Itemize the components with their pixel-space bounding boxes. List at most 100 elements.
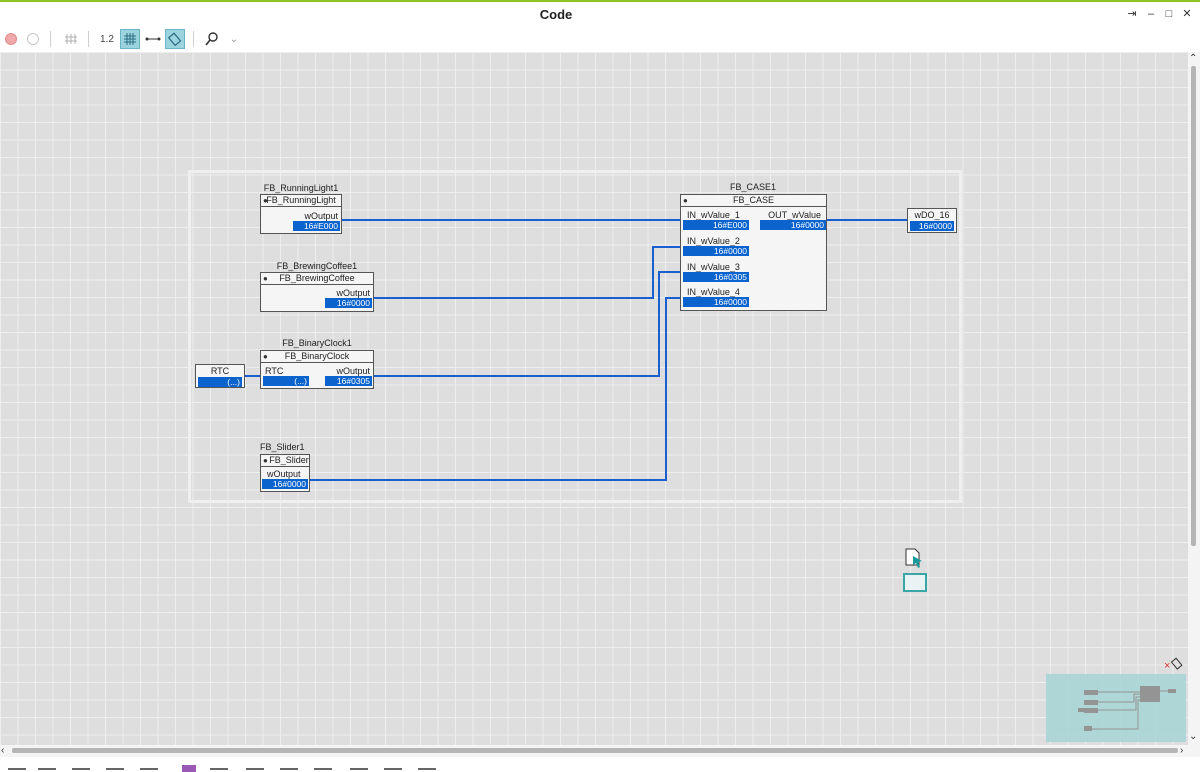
grid-button[interactable] bbox=[120, 29, 140, 49]
horizontal-scrollbar[interactable]: ‹ › bbox=[0, 745, 1200, 757]
numbering-button[interactable]: 1.2 bbox=[96, 29, 118, 49]
output-value[interactable]: 16#E000 bbox=[293, 221, 340, 231]
eraser-button[interactable] bbox=[165, 29, 185, 49]
scroll-right-icon[interactable]: › bbox=[1180, 745, 1184, 756]
close-icon[interactable]: ✕ bbox=[1182, 8, 1192, 20]
input-value[interactable]: (...) bbox=[263, 376, 309, 386]
case-input-value-2[interactable]: 16#0000 bbox=[683, 246, 749, 256]
fb-binary-clock-block[interactable]: FB_BinaryClock ● RTC (...) wOutput 16#03… bbox=[260, 350, 374, 389]
rtc-value[interactable]: (...) bbox=[198, 377, 242, 387]
fb-case-block[interactable]: FB_CASE ● IN_wValue_1 16#E000 IN_wValue_… bbox=[680, 194, 827, 311]
search-icon bbox=[205, 32, 218, 46]
scroll-left-icon[interactable]: ‹ bbox=[1, 745, 5, 756]
user-icon: ● bbox=[263, 196, 268, 205]
bottom-tool-icon[interactable] bbox=[384, 768, 402, 770]
instance-label-binary-clock: FB_BinaryClock1 bbox=[282, 338, 352, 348]
instance-label-running-light: FB_RunningLight1 bbox=[263, 183, 339, 193]
fb-brewing-coffee-block[interactable]: FB_BrewingCoffee ● wOutput 16#0000 bbox=[260, 272, 374, 312]
search-button[interactable] bbox=[203, 29, 221, 49]
case-input-label-1: IN_wValue_1 bbox=[687, 210, 740, 220]
block-type: FB_BrewingCoffee bbox=[261, 273, 373, 285]
bottom-tool-icon[interactable] bbox=[140, 768, 158, 770]
clear-eraser-icon[interactable]: × bbox=[1164, 656, 1186, 672]
user-icon: ● bbox=[263, 274, 268, 283]
wire-layer bbox=[244, 219, 907, 481]
user-icon: ● bbox=[263, 456, 268, 465]
output-value[interactable]: 16#0000 bbox=[325, 298, 372, 308]
case-input-label-3: IN_wValue_3 bbox=[687, 262, 740, 272]
bottom-tool-icon[interactable] bbox=[280, 768, 298, 770]
connection-icon bbox=[145, 37, 161, 41]
instance-label-slider: FB_Slider1 bbox=[260, 442, 305, 452]
pin-icon[interactable]: ⇥ bbox=[1127, 8, 1137, 20]
user-icon: ● bbox=[683, 196, 688, 205]
block-type: FB_BinaryClock bbox=[261, 351, 373, 363]
minimize-icon[interactable]: – bbox=[1147, 8, 1155, 20]
bottom-tool-icon[interactable] bbox=[314, 768, 332, 770]
connection-button[interactable] bbox=[143, 29, 163, 49]
wdo-label: wDO_16 bbox=[914, 210, 950, 220]
block-type: FB_RunningLight bbox=[261, 195, 341, 207]
wire-binary-clock-to-case bbox=[373, 271, 681, 377]
diagram-canvas[interactable]: FB_RunningLight1 FB_RunningLight ● wOutp… bbox=[0, 52, 1188, 745]
case-output-label: OUT_wValue bbox=[768, 210, 821, 220]
toolbar-separator bbox=[193, 31, 194, 47]
selection-frame bbox=[188, 170, 962, 503]
vertical-scroll-thumb[interactable] bbox=[1191, 66, 1196, 546]
wire-slider-to-case bbox=[310, 297, 681, 481]
toolbar-separator bbox=[50, 31, 51, 47]
bottom-tool-icon[interactable] bbox=[350, 768, 368, 770]
bottom-tool-icon[interactable] bbox=[106, 768, 124, 770]
minimap[interactable] bbox=[1046, 674, 1186, 742]
case-input-value-4[interactable]: 16#0000 bbox=[683, 297, 749, 307]
wdo-value[interactable]: 16#0000 bbox=[910, 221, 954, 231]
output-label: wOutput bbox=[267, 469, 301, 479]
bottom-tool-icon[interactable] bbox=[418, 768, 436, 770]
window-title: Code bbox=[539, 7, 573, 22]
case-output-value[interactable]: 16#0000 bbox=[760, 220, 826, 230]
vertical-scrollbar[interactable]: ⌃ ⌄ bbox=[1188, 52, 1200, 745]
grid-icon bbox=[124, 33, 136, 45]
input-label: RTC bbox=[265, 366, 284, 376]
horizontal-scroll-thumb[interactable] bbox=[12, 748, 1178, 753]
bottom-tool-icon[interactable] bbox=[246, 768, 264, 770]
case-input-value-3[interactable]: 16#0305 bbox=[683, 272, 749, 282]
case-input-label-4: IN_wValue_4 bbox=[687, 287, 740, 297]
eraser-icon bbox=[168, 32, 182, 46]
case-input-label-2: IN_wValue_2 bbox=[687, 236, 740, 246]
output-value[interactable]: 16#0000 bbox=[262, 479, 308, 489]
rtc-label: RTC bbox=[210, 366, 230, 376]
toolbar: 1.2 ⌄ bbox=[0, 26, 1200, 52]
case-input-value-1[interactable]: 16#E000 bbox=[683, 220, 749, 230]
output-label: wOutput bbox=[336, 366, 370, 376]
block-type: FB_CASE bbox=[681, 195, 826, 207]
bottom-tool-icon[interactable] bbox=[8, 768, 26, 770]
output-label: wOutput bbox=[336, 288, 370, 298]
instance-label-brewing-coffee: FB_BrewingCoffee1 bbox=[276, 261, 358, 271]
search-dropdown-icon[interactable]: ⌄ bbox=[229, 33, 239, 45]
align-icon[interactable] bbox=[60, 29, 82, 49]
output-value[interactable]: 16#0305 bbox=[325, 376, 372, 386]
bottom-tool-active-icon[interactable] bbox=[182, 765, 196, 772]
record-icon[interactable] bbox=[5, 33, 17, 45]
toolbar-separator bbox=[88, 31, 89, 47]
bottom-tool-icon[interactable] bbox=[210, 768, 228, 770]
scroll-down-icon[interactable]: ⌄ bbox=[1189, 731, 1198, 742]
window-accent-line bbox=[0, 0, 1200, 2]
bottom-tool-icon[interactable] bbox=[38, 768, 56, 770]
maximize-icon[interactable]: □ bbox=[1165, 8, 1173, 20]
select-tool-icon[interactable] bbox=[903, 547, 925, 569]
rtc-variable-block[interactable]: RTC (...) bbox=[195, 364, 245, 388]
output-label: wOutput bbox=[304, 211, 338, 221]
scroll-up-icon[interactable]: ⌃ bbox=[1189, 53, 1198, 64]
instance-label-case: FB_CASE1 bbox=[729, 182, 777, 192]
wdo-variable-block[interactable]: wDO_16 16#0000 bbox=[907, 208, 957, 233]
svg-text:×: × bbox=[1164, 660, 1170, 672]
fb-running-light-block[interactable]: FB_RunningLight ● wOutput 16#E000 bbox=[260, 194, 342, 234]
rectangle-select-icon[interactable] bbox=[903, 573, 927, 592]
stop-icon[interactable] bbox=[27, 33, 39, 45]
bottom-tool-icon[interactable] bbox=[72, 768, 90, 770]
wire-brewing-coffee-to-case bbox=[373, 246, 681, 299]
bottom-toolbar bbox=[0, 757, 1200, 772]
fb-slider-block[interactable]: FB_Slider ● wOutput 16#0000 bbox=[260, 454, 310, 492]
